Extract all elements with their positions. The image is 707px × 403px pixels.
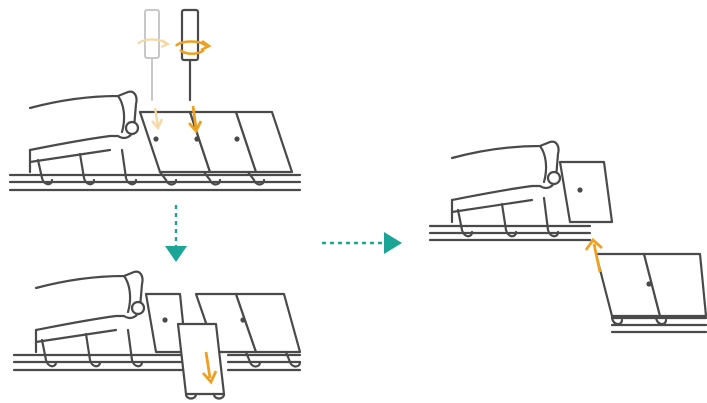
clasp	[36, 272, 144, 352]
band-links	[560, 162, 612, 222]
screwdriver-ghost-icon	[138, 10, 168, 128]
panel-step-3	[430, 142, 706, 332]
arrow-down-icon	[165, 205, 187, 262]
panel-step-1	[10, 10, 300, 190]
clasp	[30, 92, 138, 172]
band-links	[146, 294, 300, 352]
removed-link	[178, 324, 224, 399]
band-links	[140, 112, 292, 172]
clasp	[452, 142, 560, 222]
panel-step-2	[14, 272, 300, 399]
arrow-right-icon	[322, 232, 402, 254]
band-rail-upper	[430, 226, 590, 240]
band-lower	[596, 254, 706, 332]
